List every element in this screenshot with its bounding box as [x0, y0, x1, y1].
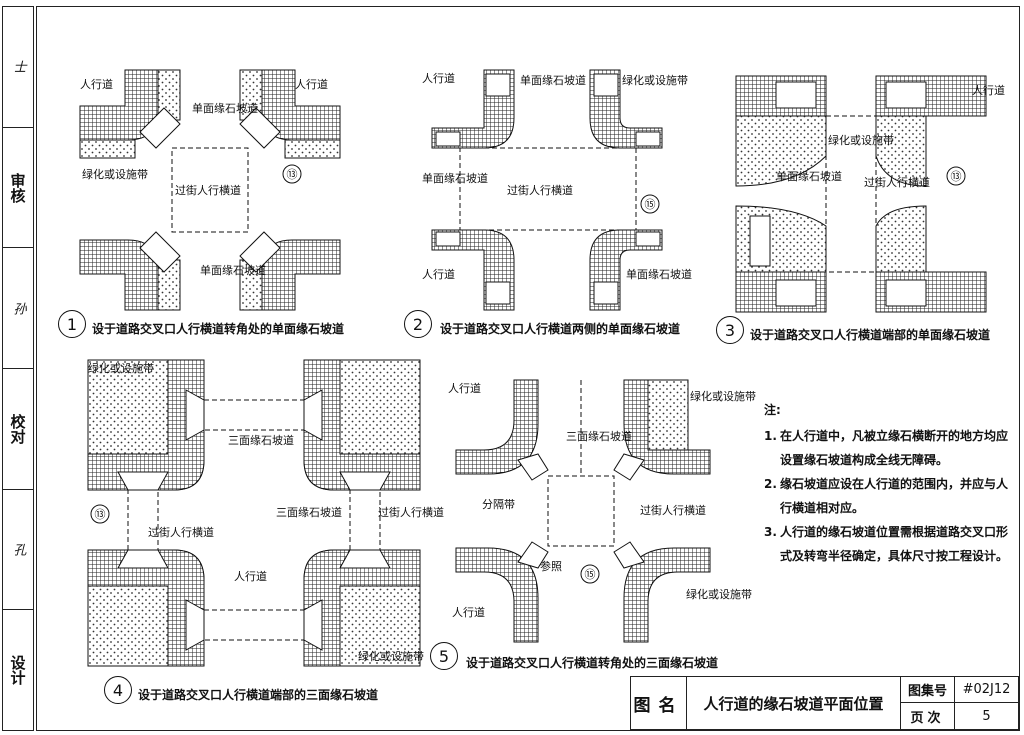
sidebar-design-cell: 设计	[8, 655, 27, 686]
ref-mark: ⑮	[645, 198, 656, 211]
atlas-number: #02J12	[955, 677, 1019, 703]
diagram-number: 2	[404, 310, 432, 338]
diagram-number: 5	[430, 642, 458, 670]
diagram-2-crossings	[459, 147, 637, 231]
label-single-ramp: 单面缘石坡道	[422, 171, 488, 185]
label-crossing: 过街人行横道	[640, 503, 706, 517]
diagram-3-sidewalks	[735, 75, 987, 313]
sidebar-sig-cell: 士	[3, 7, 33, 128]
sidebar-sig-cell: 孙	[3, 248, 33, 370]
ref-mark: ⑬	[95, 508, 106, 521]
label-green-belt: 绿化或设施带	[828, 133, 894, 147]
page-number: 5	[955, 703, 1019, 730]
diagram-2-ramps	[435, 73, 661, 305]
label-median: 分隔带	[482, 498, 515, 511]
sidebar-review-cell: 审核	[3, 128, 33, 249]
diagram-2: 人行道 单面缘石坡道 绿化或设施带 单面缘石坡道 过街人行横道 人行道 单面缘石…	[422, 69, 692, 311]
label-single-ramp: 单面缘石坡道	[776, 169, 842, 183]
label-green-belt: 绿化或设施带	[686, 587, 752, 601]
diagram-5: 人行道 三面缘石坡道 绿化或设施带 分隔带 过街人行横道 参照 人行道 绿化或设…	[448, 379, 756, 643]
title-block: 图名 人行道的缘石坡道平面位置 图集号 #02J12 页次 5	[630, 676, 1020, 731]
label-green-belt: 绿化或设施带	[358, 649, 424, 663]
ref-mark: ⑮	[585, 568, 596, 581]
label-ref: 参照	[540, 559, 562, 573]
diagram-caption: 设于道路交叉口人行横道端部的单面缘石坡道	[750, 328, 991, 342]
diagram-number: 3	[716, 316, 744, 344]
label-crossing: 过街人行横道	[507, 183, 573, 197]
diagram-caption: 设于道路交叉口人行横道转角处的三面缘石坡道	[466, 656, 719, 670]
note-item: 1.在人行道中，凡被立缘石横断开的地方均应设置缘石坡道构成全线无障碍。	[764, 429, 1009, 467]
label-single-ramp: 单面缘石坡道	[626, 267, 692, 281]
label-crossing: 过街人行横道	[378, 505, 444, 519]
notes: 注: 1.在人行道中，凡被立缘石横断开的地方均应设置缘石坡道构成全线无障碍。 2…	[764, 398, 1014, 568]
diagram-1: 人行道 人行道 单面缘石坡道 绿化或设施带 过街人行横道 单面缘石坡道 ⑬	[79, 69, 341, 311]
diagram-4-crossings	[127, 399, 381, 641]
ref-mark: ⑬	[951, 170, 962, 183]
diagram-3: 人行道 绿化或设施带 单面缘石坡道 过街人行横道 ⑬	[735, 75, 1005, 313]
label-single-ramp: 单面缘石坡道	[200, 263, 266, 277]
ref-mark: ⑬	[287, 168, 298, 181]
diagram-caption: 设于道路交叉口人行横道两侧的单面缘石坡道	[440, 322, 681, 336]
diagram-4-sidewalks	[87, 359, 421, 667]
drawing-title: 人行道的缘石坡道平面位置	[687, 677, 901, 730]
label-green-belt: 绿化或设施带	[622, 73, 688, 87]
sidebar-sig-cell: 孔	[3, 490, 33, 611]
diagram-5-ramps	[517, 453, 645, 569]
note-item: 2.缘石坡道应设在人行道的范围内，并应与人行横道相对应。	[764, 477, 1009, 515]
notes-title: 注:	[764, 403, 781, 417]
label-triple-ramp: 三面缘石坡道	[276, 505, 342, 519]
diagram-5-crossings	[547, 380, 615, 547]
label-sidewalk: 人行道	[972, 83, 1005, 97]
label-sidewalk: 人行道	[448, 381, 481, 395]
label-crossing: 过街人行横道	[175, 183, 241, 197]
label-green-belt: 绿化或设施带	[88, 361, 154, 375]
diagram-number: 1	[58, 310, 86, 338]
label-sidewalk: 人行道	[422, 267, 455, 281]
diagram-caption: 设于道路交叉口人行横道端部的三面缘石坡道	[138, 688, 379, 702]
label-triple-ramp: 三面缘石坡道	[566, 429, 632, 443]
diagram-1-ramps	[139, 107, 281, 273]
label-crossing: 过街人行横道	[864, 175, 930, 189]
label-sidewalk: 人行道	[295, 77, 328, 91]
diagram-5-sidewalks	[455, 379, 711, 643]
label-green-belt: 绿化或设施带	[690, 389, 756, 403]
diagram-caption: 设于道路交叉口人行横道转角处的单面缘石坡道	[92, 322, 345, 336]
label-green-belt: 绿化或设施带	[82, 167, 148, 181]
diagram-4: 绿化或设施带 三面缘石坡道 过街人行横道 三面缘石坡道 过街人行横道 人行道 绿…	[87, 359, 444, 667]
atlas-label: 图集号	[901, 677, 955, 703]
label-crossing: 过街人行横道	[148, 525, 214, 539]
signature-sidebar: 士 审核 孙 校对 孔 设计	[2, 6, 34, 731]
diagram-4-ramps	[117, 389, 391, 651]
note-item: 3.人行道的缘石坡道位置需根据道路交叉口形式及转弯半径确定，具体尺寸按工程设计。	[764, 525, 1009, 563]
label-sidewalk: 人行道	[234, 569, 267, 583]
page-label: 页次	[901, 703, 955, 730]
sidebar-proofread-cell: 校对	[3, 369, 33, 490]
diagram-number: 4	[104, 676, 132, 704]
diagram-3-ramps	[749, 81, 927, 307]
label-single-ramp: 单面缘石坡道	[192, 101, 258, 115]
title-name-label: 图名	[631, 677, 687, 730]
label-single-ramp: 单面缘石坡道	[520, 73, 586, 87]
label-sidewalk: 人行道	[422, 71, 455, 85]
drawing-frame	[36, 6, 1020, 731]
label-triple-ramp: 三面缘石坡道	[228, 433, 294, 447]
diagram-3-crossings	[825, 115, 877, 273]
diagram-1-sidewalks	[79, 69, 341, 311]
label-sidewalk: 人行道	[452, 605, 485, 619]
label-sidewalk: 人行道	[80, 77, 113, 91]
